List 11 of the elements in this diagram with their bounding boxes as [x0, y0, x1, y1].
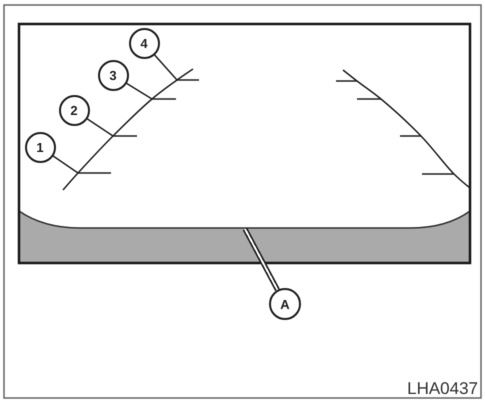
leader-line [154, 54, 178, 80]
callout-number: 1 [24, 132, 56, 162]
leader-line [52, 155, 78, 174]
callout-letter: A [269, 288, 301, 320]
callout-number: 2 [58, 94, 90, 126]
callout-number: 4 [128, 28, 160, 58]
leader-line [86, 118, 114, 137]
leader-line [126, 82, 152, 100]
figure-code: LHA0437 [407, 380, 478, 397]
callout-number: 3 [98, 60, 128, 90]
leader-line [242, 228, 280, 292]
